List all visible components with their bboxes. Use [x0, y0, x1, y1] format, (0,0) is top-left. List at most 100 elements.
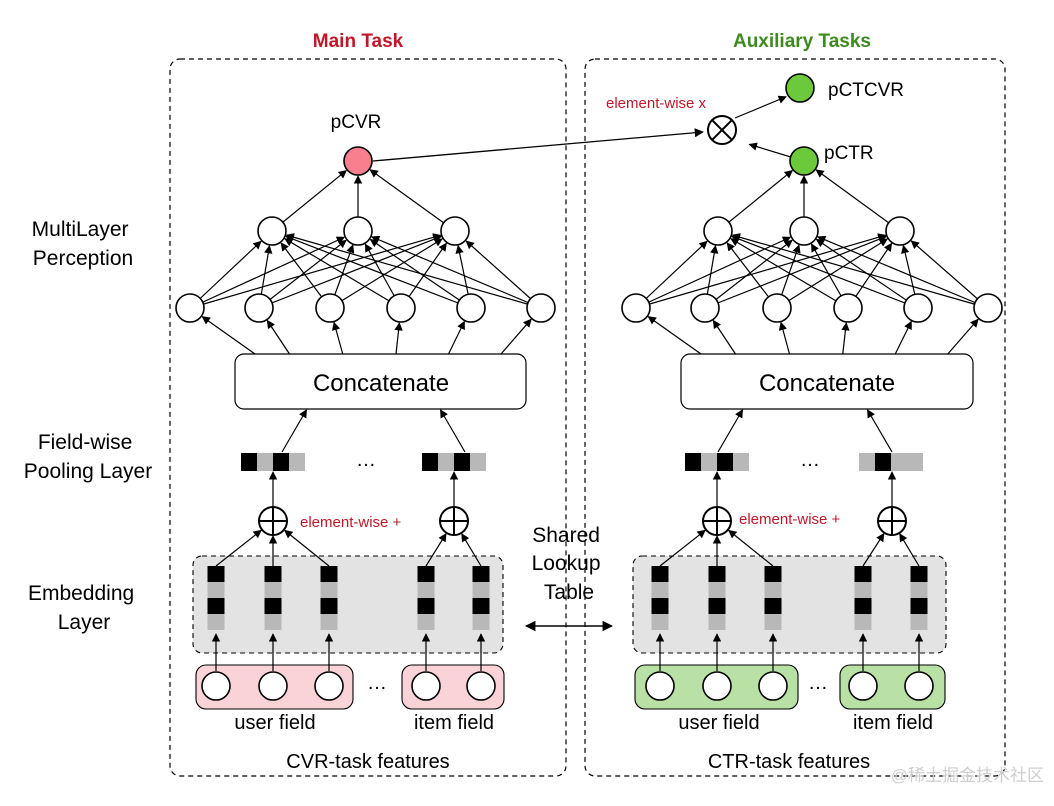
embedding-cell: [320, 566, 338, 582]
right-element-wise-plus-op: [877, 506, 907, 536]
element-wise-multiply-label: element-wise x: [606, 95, 707, 112]
left-embedding-vector: [264, 566, 282, 630]
shared-lookup-table-label: Shared Lookup Table: [532, 524, 607, 604]
embedding-cell: [764, 598, 782, 614]
embedding-cell: [764, 582, 782, 598]
cvr-task-features-label: CVR-task features: [286, 751, 449, 773]
left-pool-to-concat-edge: [281, 409, 308, 453]
left-pooled-vector: [241, 453, 305, 471]
right-embedding-vector: [651, 566, 669, 630]
embedding-cell: [708, 566, 726, 582]
right-field-node: [904, 671, 934, 701]
embedding-cell: [417, 582, 435, 598]
left-field-node: [411, 671, 441, 701]
embedding-cell: [708, 582, 726, 598]
left-mlp-output-edge: [271, 169, 348, 232]
pooled-cell: [875, 453, 891, 471]
embedding-cell: [854, 582, 872, 598]
pooled-cell: [289, 453, 305, 471]
right-mlp-edge: [776, 238, 888, 309]
main-task-header: Main Task: [313, 31, 404, 52]
pooled-cell: [241, 453, 257, 471]
pooled-cell: [422, 453, 438, 471]
pooling-ellipsis-left: …: [356, 449, 376, 471]
embedding-cell: [910, 566, 928, 582]
right-embedding-vector: [910, 566, 928, 630]
left-concat-to-mlp-edge: [201, 316, 256, 355]
left-embedding-vector: [320, 566, 338, 630]
left-mlp-edge: [285, 233, 542, 309]
concatenate-box-left: [234, 353, 527, 410]
left-pool-to-concat-edge: [439, 409, 466, 453]
left-mlp-edge: [189, 233, 442, 309]
pctcvr-node: [785, 73, 815, 103]
left-mlp-hidden-node: [440, 216, 470, 246]
left-pooled-vector: [422, 453, 486, 471]
pooling-layer-label: Field-wise Pooling Layer: [24, 431, 152, 483]
right-mlp-hidden-node: [789, 216, 819, 246]
left-embedding-vector: [472, 566, 490, 630]
embedding-cell: [651, 614, 669, 630]
right-mlp-bottom-node: [833, 293, 863, 323]
left-mlp-edge: [189, 236, 346, 309]
right-concat-to-mlp-edge: [894, 320, 912, 355]
right-mlp-output-edge: [717, 169, 794, 232]
embedding-cell: [764, 566, 782, 582]
pooled-cell: [257, 453, 273, 471]
concatenate-label-right: Concatenate: [759, 370, 895, 397]
right-field-node: [758, 671, 788, 701]
embedding-cell: [764, 614, 782, 630]
right-mlp-edge: [635, 240, 708, 309]
right-mlp-edge: [704, 239, 793, 309]
right-mlp-bottom-node: [973, 293, 1003, 323]
embedding-cell: [708, 598, 726, 614]
right-mlp-bottom-node: [762, 293, 792, 323]
left-mlp-bottom-node: [315, 293, 345, 323]
multiply-op-d2: [711, 119, 733, 141]
right-embedding-vector: [764, 566, 782, 630]
field-ellipsis-right: …: [808, 672, 828, 694]
network-nodes: [175, 73, 1003, 701]
left-mlp-bottom-node: [175, 293, 205, 323]
right-mlp-edge: [635, 236, 792, 309]
right-mlp-edge: [635, 233, 887, 309]
embedding-cell: [651, 598, 669, 614]
right-embedding-to-plus-edge: [659, 529, 706, 567]
embedding-cell: [207, 566, 225, 582]
pooled-cell: [733, 453, 749, 471]
left-field-node: [201, 671, 231, 701]
field-ellipsis-left: …: [367, 672, 387, 694]
pooled-cell: [907, 453, 923, 471]
ctr-task-features-label: CTR-task features: [708, 751, 870, 773]
embedding-cell: [854, 614, 872, 630]
embedding-cell: [207, 598, 225, 614]
right-embedding-vector: [708, 566, 726, 630]
left-embedding-vector: [417, 566, 435, 630]
left-field-node: [314, 671, 344, 701]
pctcvr-label: pCTCVR: [828, 80, 904, 101]
left-concat-to-mlp-edge: [266, 319, 291, 355]
pooled-cell: [891, 453, 907, 471]
embedding-layer-label: Embedding Layer: [28, 582, 140, 634]
left-mlp-bottom-node: [386, 293, 416, 323]
left-mlp-edge: [285, 235, 472, 309]
pcvr-label: pCVR: [331, 112, 382, 133]
left-mlp-edge: [371, 235, 542, 309]
left-mlp-hidden-node: [343, 216, 373, 246]
embedding-cell: [320, 582, 338, 598]
pcvr-to-multiply-arrow: [372, 128, 704, 162]
element-wise-plus-label-right: element-wise +: [739, 511, 841, 528]
item-field-label-left: item field: [414, 712, 494, 734]
right-embedding-vector: [854, 566, 872, 630]
right-mlp-bottom-node: [690, 293, 720, 323]
left-element-wise-plus-op: [258, 506, 288, 536]
right-mlp-edge: [704, 235, 887, 309]
pooled-cell: [685, 453, 701, 471]
left-field-node: [466, 671, 496, 701]
right-embedding-to-plus-edge: [862, 532, 885, 567]
right-concat-to-mlp-edge: [712, 319, 737, 355]
embedding-cell: [708, 614, 726, 630]
right-concat-to-mlp-edge: [841, 322, 850, 355]
left-element-wise-plus-op: [439, 506, 469, 536]
right-mlp-hidden-node: [703, 216, 733, 246]
